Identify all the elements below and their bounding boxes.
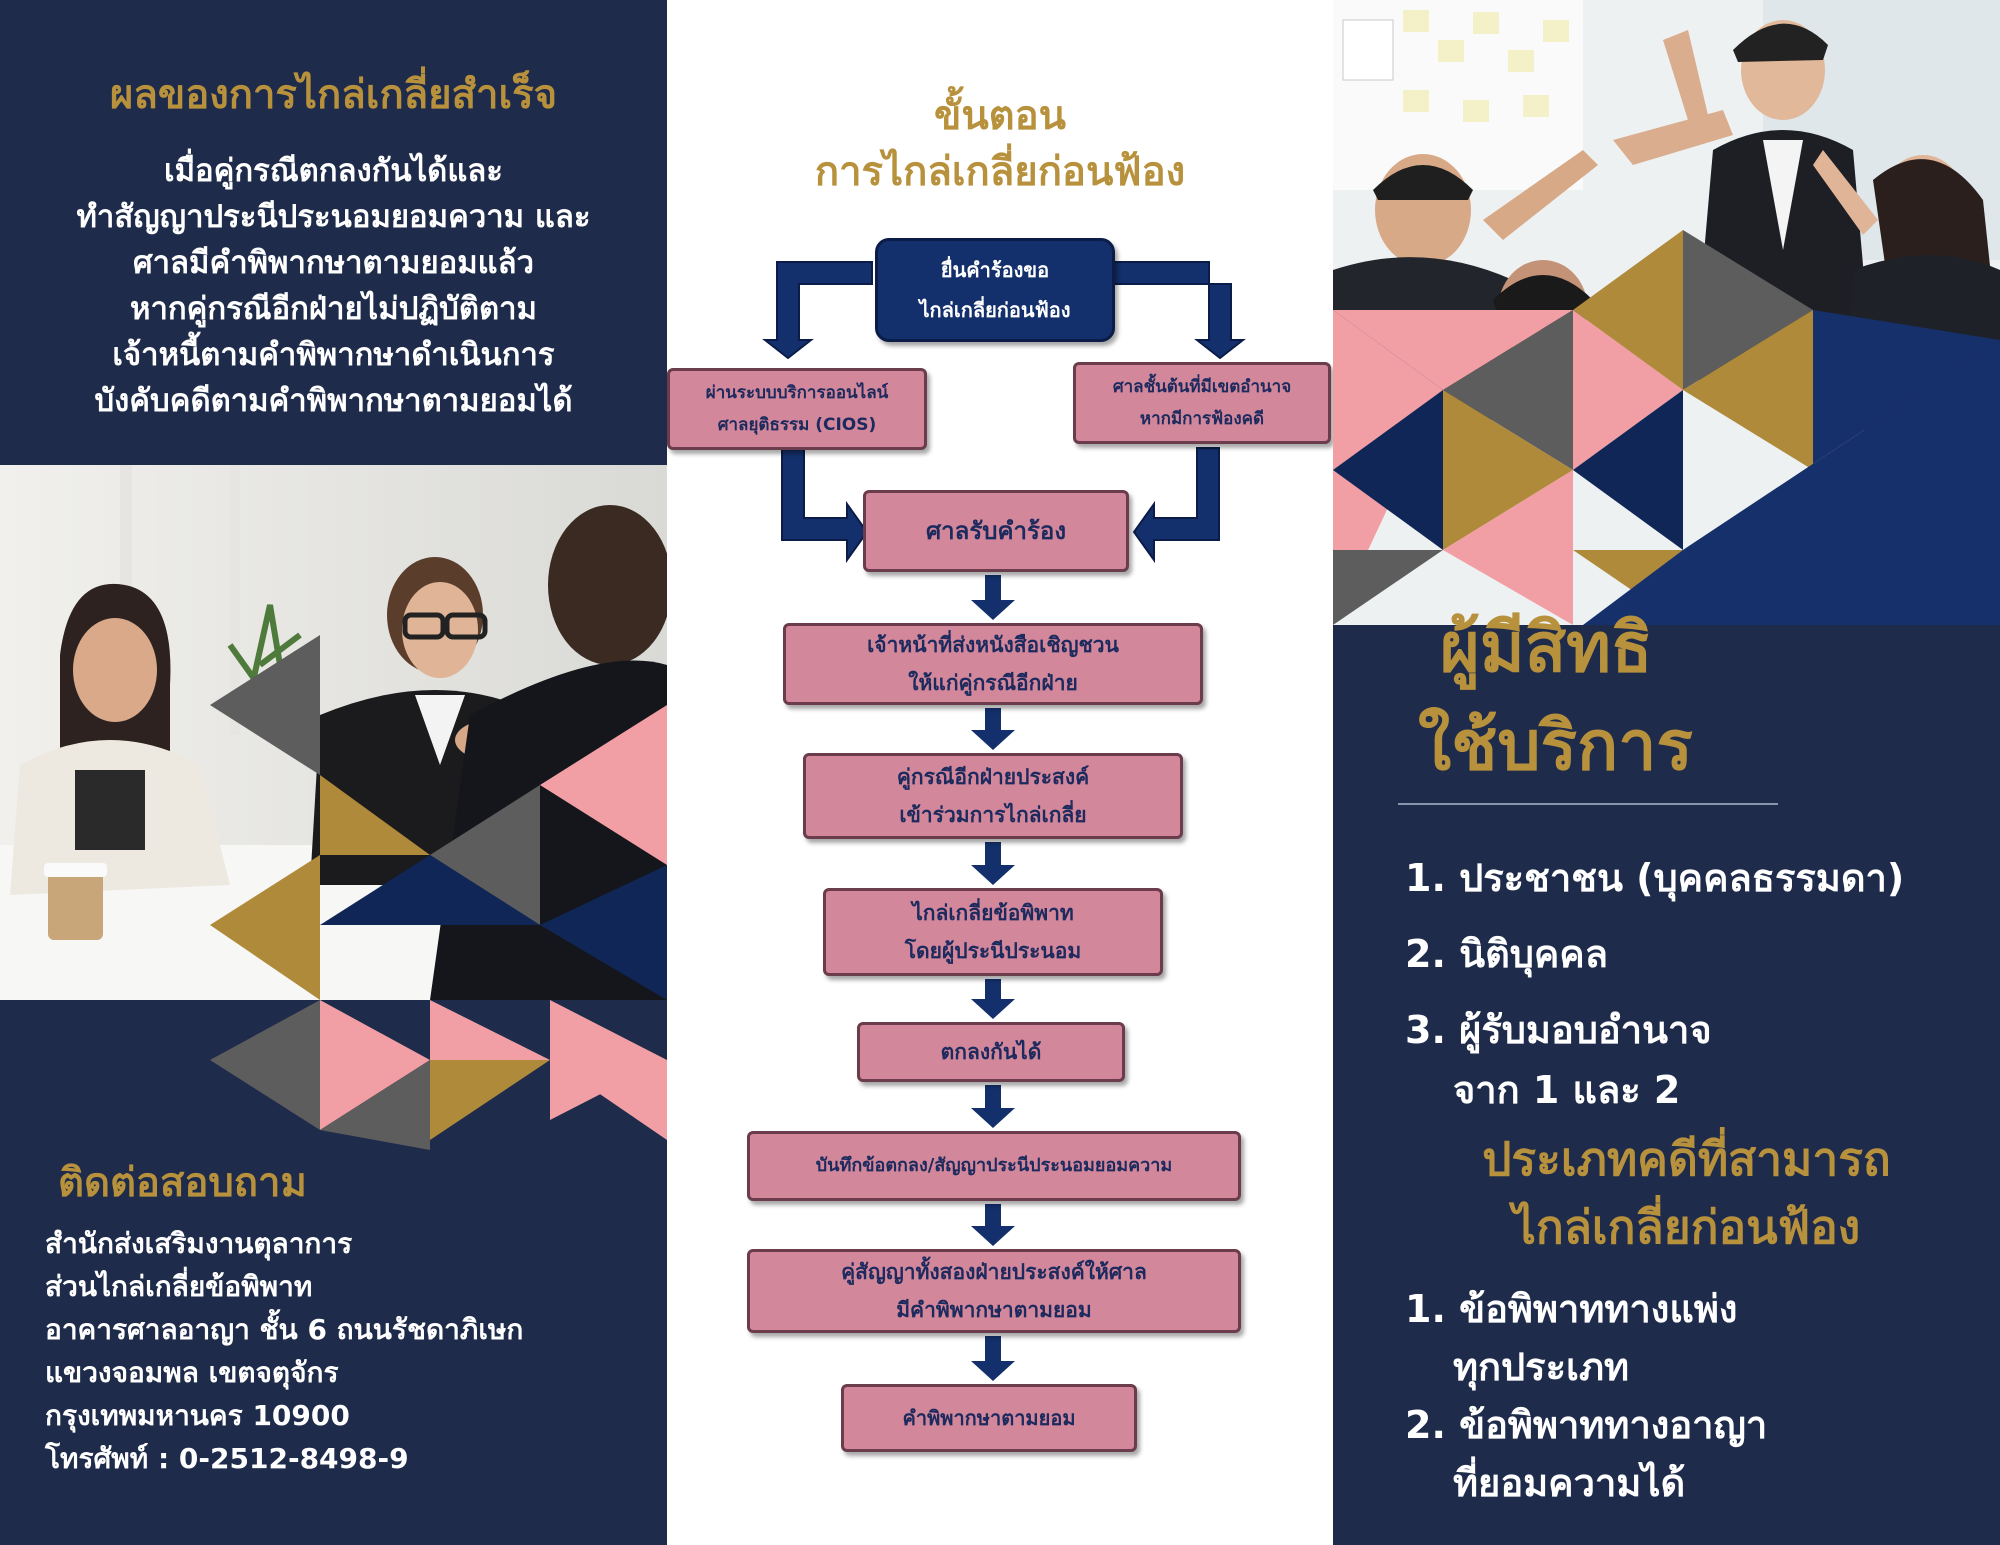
success-line: เมื่อคู่กรณีตกลงกันได้และ [164,153,503,189]
contact-title: ติดต่อสอบถาม [58,1160,307,1206]
contact-info: สำนักส่งเสริมงานตุลาการ ส่วนไกล่เกลี่ยข้… [45,1222,523,1480]
process-title-line: การไกล่เกลี่ยก่อนฟ้อง [814,149,1186,195]
success-line: ศาลมีคำพิพากษาตามยอมแล้ว [132,245,535,281]
contact-phone: โทรศัพท์ : 0-2512-8498-9 [45,1442,409,1475]
step-agreement: ตกลงกันได้ [857,1022,1125,1082]
eligible-item: จาก 1 และ 2 [1453,1068,1681,1112]
eligible-title-line: ผู้มีสิทธิ [1440,609,1653,688]
step-first-instance-court: ศาลชั้นต้นที่มีเขตอำนาจหากมีการฟ้องคดี [1073,362,1331,444]
contact-line: แขวงจอมพล เขตจตุจักร [45,1356,339,1389]
eligible-title-line: ใช้บริการ [1418,707,1693,786]
down-arrow [971,1336,1015,1381]
down-arrow [971,842,1015,885]
down-arrow [971,979,1015,1019]
step-consent-judgment: คำพิพากษาตามยอม [841,1384,1137,1452]
process-title: ขั้นตอน การไกล่เกลี่ยก่อนฟ้อง [667,88,1333,200]
case-item: ทุกประเภท [1453,1345,1630,1389]
eligible-item: 1. ประชาชน (บุคคลธรรมดา) [1405,856,1905,900]
success-line: บังคับคดีตามคำพิพากษาตามยอมได้ [94,383,573,419]
step-submit-request: ยื่นคำร้องขอไกล่เกลี่ยก่อนฟ้อง [875,238,1115,342]
step-online-cios: ผ่านระบบบริการออนไลน์ศาลยุติธรรม (CIOS) [667,368,927,450]
eligible-item: 2. นิติบุคคล [1405,932,1609,976]
step-mediation: ไกล่เกลี่ยข้อพิพาทโดยผู้ประนีประนอม [823,888,1163,976]
eligible-list: 1. ประชาชน (บุคคลธรรมดา) 2. นิติบุคคล 3.… [1405,840,1904,1120]
case-types-title-line: ไกล่เกลี่ยก่อนฟ้อง [1512,1200,1861,1254]
decor-triangles [210,1000,667,1150]
step-send-invitation: เจ้าหน้าที่ส่งหนังสือเชิญชวนให้แก่คู่กรณ… [783,623,1203,705]
success-line: หากคู่กรณีอีกฝ่ายไม่ปฏิบัติตาม [130,291,537,327]
case-types-title: ประเภทคดีที่สามารถ ไกล่เกลี่ยก่อนฟ้อง [1373,1125,2000,1261]
left-panel: ผลของการไกล่เกลี่ยสำเร็จ เมื่อคู่กรณีตกล… [0,0,667,1545]
contact-line: สำนักส่งเสริมงานตุลาการ [45,1227,353,1260]
step-other-party-joins: คู่กรณีอีกฝ่ายประสงค์เข้าร่วมการไกล่เกลี… [803,753,1183,839]
right-panel: ผู้มีสิทธิ ใช้บริการ 1. ประชาชน (บุคคลธร… [1333,0,2000,1545]
divider [1398,803,1778,805]
step-request-judgment: คู่สัญญาทั้งสองฝ่ายประสงค์ให้ศาลมีคำพิพา… [747,1249,1241,1333]
case-item: 1. ข้อพิพาททางแพ่ง [1405,1287,1738,1331]
case-item: 2. ข้อพิพาททางอาญา [1405,1403,1768,1447]
case-types-title-line: ประเภทคดีที่สามารถ [1482,1132,1891,1186]
handshake-photo [0,465,667,1000]
process-title-line: ขั้นตอน [933,93,1067,139]
eligible-item: 3. ผู้รับมอบอำนาจ [1405,1008,1712,1052]
success-title: ผลของการไกล่เกลี่ยสำเร็จ [109,72,558,118]
contact-line: ส่วนไกล่เกลี่ยข้อพิพาท [45,1270,313,1303]
success-line: เจ้าหนี้ตามคำพิพากษาดำเนินการ [112,337,555,373]
step-record-agreement: บันทึกข้อตกลง/สัญญาประนีประนอมยอมความ [747,1131,1241,1201]
step-court-receives: ศาลรับคำร้อง [863,490,1129,572]
down-arrow [971,1204,1015,1246]
contact-line: อาคารศาลอาญา ชั้น 6 ถนนรัชดาภิเษก [45,1313,524,1346]
case-item: ที่ยอมความได้ [1453,1461,1686,1505]
eligible-title: ผู้มีสิทธิ ใช้บริการ [1418,600,1693,796]
success-line: ทำสัญญาประนีประนอมยอมความ และ [76,199,591,235]
down-arrow [971,708,1015,750]
success-text: เมื่อคู่กรณีตกลงกันได้และ ทำสัญญาประนีปร… [20,148,647,424]
case-types-list: 1. ข้อพิพาททางแพ่ง ทุกประเภท 2. ข้อพิพาท… [1405,1280,1767,1512]
down-arrow [971,1085,1015,1128]
team-celebration-photo [1333,0,2000,625]
down-arrow [971,575,1015,620]
contact-line: กรุงเทพมหานคร 10900 [45,1399,350,1432]
middle-panel: ขั้นตอน การไกล่เกลี่ยก่อนฟ้อง ยื่นคำร้อง… [667,0,1333,1545]
flowchart-arrows [762,261,1246,1381]
